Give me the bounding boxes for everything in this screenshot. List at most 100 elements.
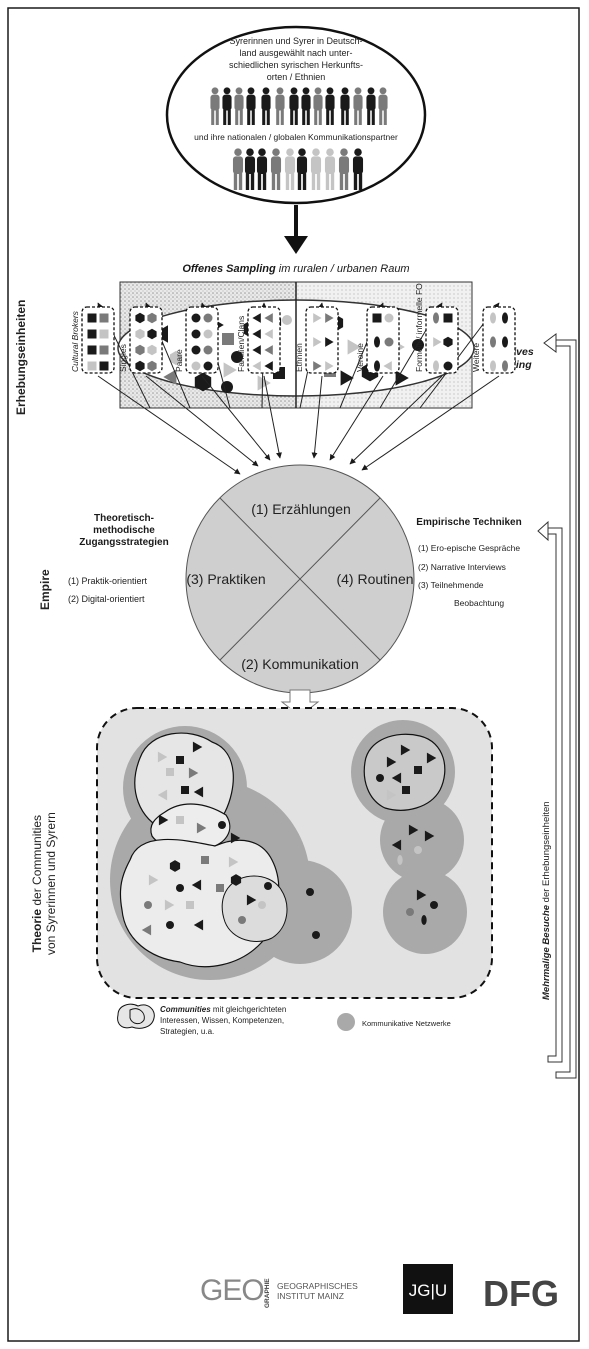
circle-mark	[203, 345, 213, 355]
triangle-mark	[395, 370, 409, 386]
ellipse-mark	[490, 312, 496, 324]
triangle-mark	[325, 361, 334, 371]
technique-2: (2) Narrative Interviews	[418, 562, 506, 572]
person-leg	[290, 109, 294, 125]
person-body	[261, 94, 271, 111]
strategies-title-3: Zugangsstrategien	[79, 537, 168, 548]
circle-mark	[443, 361, 453, 371]
population-line-2: land ausgewählt nach unter-	[239, 48, 352, 58]
circle-mark	[203, 329, 213, 339]
unit-box	[366, 306, 400, 374]
triangle-mark	[391, 772, 402, 784]
person-leg	[239, 109, 243, 125]
people-silhouettes-top	[210, 87, 388, 125]
population-line-3: schiedlichen syrischen Herkunfts-	[229, 60, 363, 70]
network-circle	[380, 798, 464, 882]
square-mark	[87, 345, 97, 355]
person-head	[247, 87, 255, 95]
person-head	[262, 87, 270, 95]
hexagon-mark	[135, 344, 145, 356]
sampling-title: Offenes Sampling im ruralen / urbanen Ra…	[182, 263, 409, 275]
person-body	[284, 156, 296, 175]
square-mark	[99, 329, 109, 339]
legend-communities-icon-inner	[129, 1008, 145, 1025]
person-leg	[227, 109, 231, 125]
triangle-mark	[228, 856, 239, 868]
circle-mark	[264, 882, 272, 890]
person-head	[290, 87, 298, 95]
triangle-mark	[163, 369, 177, 385]
circle-mark	[166, 921, 174, 929]
circle-erzaehlungen: (1) Erzählungen	[251, 501, 351, 517]
person-body	[378, 94, 388, 111]
triangle-mark	[193, 786, 204, 798]
person-body	[270, 156, 282, 175]
person-head	[379, 87, 387, 95]
person-body	[313, 94, 323, 111]
square-mark	[99, 361, 109, 371]
person-leg	[297, 173, 302, 190]
partners-label: und ihre nationalen / globalen Kommunika…	[194, 132, 398, 142]
triangle-mark	[188, 767, 199, 779]
person-body	[352, 156, 364, 175]
person-leg	[266, 109, 270, 125]
ellipse-mark	[374, 360, 380, 372]
circle-mark	[203, 361, 213, 371]
technique-3a: (3) Teilnehmende	[418, 580, 484, 590]
person-head	[354, 87, 362, 95]
hexagon-mark	[230, 874, 242, 886]
square-mark	[181, 786, 189, 794]
triangle-mark	[391, 839, 402, 851]
triangle-mark	[313, 361, 322, 371]
unit-label: Singles	[118, 344, 128, 372]
feedback-loop-inner	[547, 527, 563, 1063]
triangle-mark	[313, 337, 322, 347]
square-mark	[99, 313, 109, 323]
person-head	[235, 87, 243, 95]
person-leg	[245, 173, 250, 190]
circle-kommunikation: (2) Kommunikation	[241, 656, 359, 672]
person-body	[222, 94, 232, 111]
legend-networks-label: Kommunikative Netzwerke	[362, 1019, 451, 1028]
unit-label: Ethnien	[294, 343, 304, 372]
unit-box	[247, 306, 281, 374]
theory-shapes	[141, 741, 438, 939]
person-leg	[306, 109, 310, 125]
triangle-mark	[223, 362, 237, 378]
person-leg	[302, 173, 307, 190]
ellipse-mark	[502, 312, 508, 324]
person-body	[232, 156, 244, 175]
circle-mark	[191, 361, 201, 371]
visits-label: Mehrmalige Besuche der Erhebungseinheite…	[541, 801, 552, 1000]
hexagon-mark	[169, 860, 181, 872]
person-body	[244, 156, 256, 175]
circle-mark	[258, 901, 266, 909]
triangle-mark	[264, 345, 273, 355]
unit-label: Vereine	[355, 343, 365, 372]
person-body	[275, 94, 285, 111]
converging-arrow	[361, 375, 500, 471]
person-leg	[251, 109, 255, 125]
ellipse-mark	[397, 855, 403, 865]
triangle-mark	[192, 741, 203, 753]
person-head	[341, 87, 349, 95]
person-head	[298, 148, 306, 156]
triangle-mark	[424, 830, 435, 842]
feedback-loop-outer-head	[543, 333, 557, 353]
unit-box	[425, 306, 459, 374]
circle-mark	[191, 345, 201, 355]
legend-communities-line-1: Communities mit gleichgerichteten	[160, 1005, 286, 1014]
person-body	[324, 156, 336, 175]
empire-heading: Empire	[38, 569, 52, 610]
ellipse-mark	[490, 336, 496, 348]
person-head	[314, 87, 322, 95]
geo-logo: GEO	[200, 1274, 264, 1307]
triangle-mark	[340, 370, 354, 386]
person-head	[258, 148, 266, 156]
person-leg	[257, 173, 262, 190]
ellipse-mark	[421, 915, 427, 925]
triangle-mark	[264, 329, 273, 339]
square-mark	[87, 361, 97, 371]
hexagon-mark	[147, 312, 157, 324]
person-head	[340, 148, 348, 156]
